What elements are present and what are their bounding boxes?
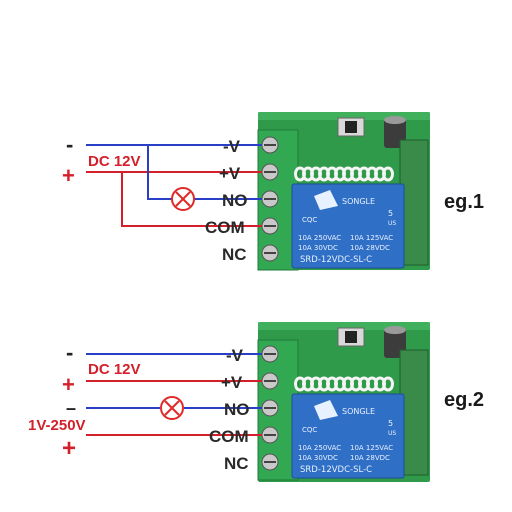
pin-nc: NC	[224, 454, 249, 473]
wires	[86, 353, 262, 436]
songle-logo-icon	[314, 190, 338, 210]
pin-pos-v: +V	[219, 164, 241, 183]
pin-nc: NC	[222, 245, 247, 264]
relay-ul-number: 5	[388, 209, 393, 218]
terminal-screws	[261, 345, 279, 471]
receiver-module	[399, 139, 429, 266]
relay-rating-right-1: 10A 125VAC	[350, 234, 393, 242]
load-minus-sign: –	[66, 398, 76, 418]
relay-cqc: CQC	[302, 216, 317, 224]
pin-com: COM	[205, 218, 245, 237]
terminal-screws	[261, 136, 279, 262]
songle-logo-icon	[314, 400, 338, 420]
example-label: eg.2	[444, 389, 484, 411]
lamp-icon	[171, 187, 195, 211]
wires	[86, 144, 262, 227]
coil-antenna-icon	[294, 166, 394, 182]
diagram-1: SONGLE CQC 5 US 10A 250VAC 10A 125VAC 10…	[62, 112, 484, 271]
relay-ul-number: 5	[388, 419, 393, 428]
relay: SONGLE CQC 5 US 10A 250VAC 10A 125VAC 10…	[291, 183, 405, 269]
pin-no: NO	[222, 191, 248, 210]
diagram-2: SONGLE CQC 5 US 10A 250VAC 10A 125VAC 10…	[28, 322, 484, 482]
relay-cqc: CQC	[302, 426, 317, 434]
minus-sign: -	[66, 340, 73, 365]
relay-rating-left-1: 10A 250VAC	[298, 444, 341, 452]
load-supply-label: 1V-250V	[28, 417, 86, 434]
supply-label: DC 12V	[88, 361, 141, 378]
relay: SONGLE CQC 5 US 10A 250VAC 10A 125VAC 10…	[291, 393, 405, 479]
load-plus-sign: +	[62, 435, 76, 462]
relay-rating-right-1: 10A 125VAC	[350, 444, 393, 452]
minus-sign: -	[66, 132, 73, 157]
supply-label: DC 12V	[88, 153, 141, 170]
relay-rating-left-1: 10A 250VAC	[298, 234, 341, 242]
relay-rating-left-2: 10A 30VDC	[298, 454, 338, 462]
push-button-icon	[337, 327, 365, 347]
relay-rating-right-2: 10A 28VDC	[350, 454, 390, 462]
lamp-icon	[160, 396, 184, 420]
relay-brand: SONGLE	[342, 197, 375, 206]
pin-neg-v: -V	[223, 137, 241, 156]
relay-model: SRD-12VDC-SL-C	[300, 465, 372, 475]
pin-no: NO	[224, 400, 250, 419]
plus-sign: +	[62, 372, 75, 397]
relay-rating-right-2: 10A 28VDC	[350, 244, 390, 252]
pin-com: COM	[209, 427, 249, 446]
relay-brand: SONGLE	[342, 407, 375, 416]
relay-ul-us: US	[388, 430, 396, 437]
relay-rating-left-2: 10A 30VDC	[298, 244, 338, 252]
coil-antenna-icon	[294, 376, 394, 392]
pin-neg-v: -V	[226, 346, 244, 365]
plus-sign: +	[62, 163, 75, 188]
push-button-icon	[337, 117, 365, 137]
example-label: eg.1	[444, 191, 484, 213]
relay-ul-us: US	[388, 220, 396, 227]
pin-pos-v: +V	[221, 373, 243, 392]
relay-model: SRD-12VDC-SL-C	[300, 255, 372, 265]
